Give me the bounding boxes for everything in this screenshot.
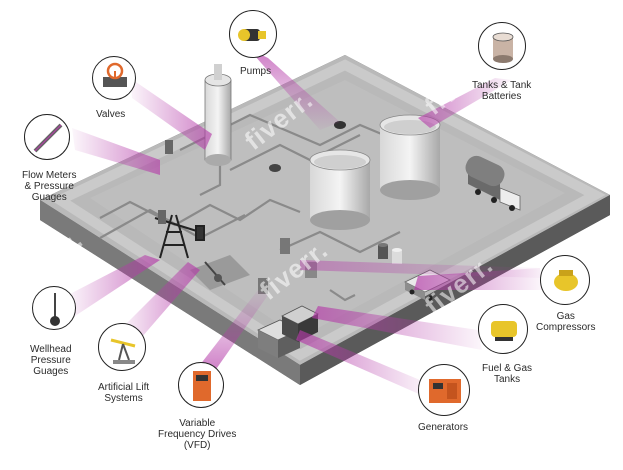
barrels (378, 243, 402, 264)
wellhead-label-line1: Wellhead (30, 344, 72, 355)
separator-tower (204, 64, 232, 166)
pump-icon (238, 29, 266, 41)
valves-label: Valves (96, 109, 126, 120)
wellhead-gauge-icon (50, 293, 60, 326)
gas-compressor-icon (554, 270, 578, 291)
fuel-tank-callout (478, 304, 528, 354)
vfd-label-line2: Frequency Drives (158, 429, 237, 440)
flow-meter-icon (33, 123, 63, 153)
fuel-gas-label-line2: Tanks (493, 374, 521, 385)
generators-label: Generators (418, 422, 469, 433)
tanks-label-line2: Batteries (481, 91, 522, 102)
tank-callout (478, 22, 526, 70)
flow-meters-label-line1: Flow Meters (22, 170, 77, 181)
tank-icon (492, 32, 514, 63)
valve-callout (92, 56, 136, 100)
fuel-tank-icon (491, 321, 517, 341)
flow-meter-callout (24, 114, 70, 160)
vfd-label-line1: Variable (179, 418, 216, 429)
gas-compressors-label-line2: Compressors (536, 322, 596, 333)
valve-icon (103, 62, 127, 87)
platform-markers (158, 121, 346, 294)
gas-compressors-label-line1: Gas (556, 311, 575, 322)
artificial-lift-label: Artificial Lift Systems (98, 382, 149, 404)
wellhead-label-line2: Pressure (30, 355, 71, 366)
tanks-label-line1: Tanks & Tank (472, 80, 532, 91)
flow-meters-label-line3: Guages (31, 192, 67, 203)
generator-callout (418, 364, 470, 416)
flow-meters-label: Flow Meters & Pressure Guages (22, 170, 76, 203)
pumpjack-ground (190, 255, 250, 290)
pumpjack-icon (110, 338, 136, 364)
storage-tank-1 (309, 149, 371, 230)
pump-callout (229, 10, 277, 58)
flow-meters-label-line2: & Pressure (24, 181, 74, 192)
vfd-callout (178, 362, 224, 408)
artificial-lift-label-line1: Artificial Lift (98, 382, 150, 393)
vfd-label-line3: (VFD) (183, 440, 211, 451)
wellhead-label-line3: Guages (33, 366, 69, 377)
wellhead-label: Wellhead Pressure Guages (30, 344, 72, 377)
pumps-label: Pumps (240, 66, 272, 77)
gas-compressor-callout (540, 255, 590, 305)
fuel-gas-label: Fuel & Gas Tanks (482, 363, 532, 385)
storage-tank-2 (379, 114, 441, 200)
tanker-truck (465, 155, 521, 211)
artificial-lift-label-line2: Systems (104, 393, 143, 404)
fuel-gas-label-line1: Fuel & Gas (482, 363, 533, 374)
generator-icon (429, 379, 461, 403)
callout-beams (68, 48, 542, 398)
vfd-label: Variable Frequency Drives (VFD) (158, 418, 236, 451)
vfd-icon (193, 371, 211, 401)
gas-compressors-label: Gas Compressors (536, 311, 595, 333)
wellhead-callout (32, 286, 76, 330)
artificial-lift-callout (98, 323, 146, 371)
oilfield-diagram (40, 48, 610, 398)
tanks-label: Tanks & Tank Batteries (472, 80, 531, 102)
